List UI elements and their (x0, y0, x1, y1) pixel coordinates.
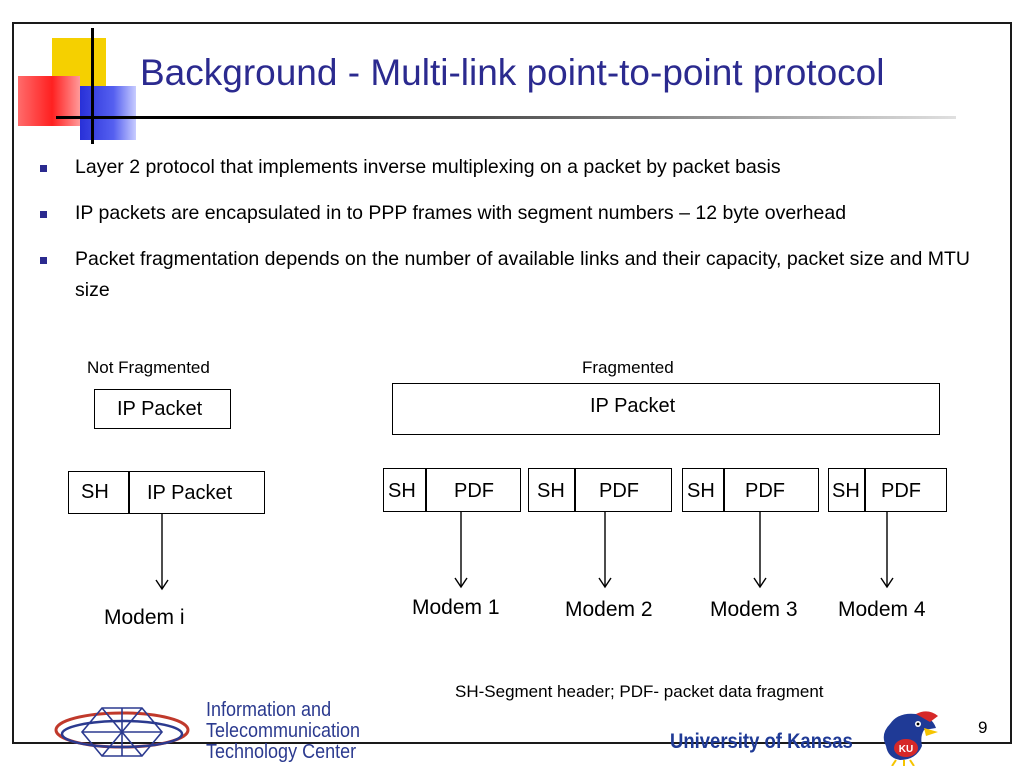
diagram-legend: SH-Segment header; PDF- packet data frag… (455, 682, 824, 701)
divider (864, 469, 866, 511)
modem-4-label: Modem 4 (838, 598, 926, 621)
fragment-box: SH PDF (528, 468, 672, 512)
ittc-logo-icon (54, 707, 190, 757)
divider (425, 469, 427, 511)
divider (723, 469, 725, 511)
divider (574, 469, 576, 511)
sh-label: SH (832, 480, 860, 502)
pdf-label: PDF (881, 480, 921, 502)
pdf-label: PDF (745, 480, 785, 502)
fragment-box: SH PDF (682, 468, 819, 512)
bullet-square-icon (40, 211, 47, 218)
footer-line-right (938, 742, 1012, 744)
fragmented-label: Fragmented (582, 358, 674, 377)
framed-packet-box: SH IP Packet (68, 471, 265, 514)
fragment-box: SH PDF (828, 468, 947, 512)
deco-vertical-line (91, 28, 94, 144)
arrow-modem-i (155, 514, 169, 591)
fragmented-ip-packet-label: IP Packet (590, 395, 676, 417)
not-fragmented-label: Not Fragmented (87, 358, 210, 377)
page-number: 9 (978, 718, 988, 737)
jayhawk-badge-text: KU (899, 744, 913, 755)
sh-label: SH (537, 480, 565, 502)
modem-3-label: Modem 3 (710, 598, 798, 621)
sh-label: SH (388, 480, 416, 502)
sh-label: SH (687, 480, 715, 502)
modem-i-label: Modem i (104, 606, 185, 629)
arrow-modem-3 (753, 512, 767, 589)
framed-ip-packet-label: IP Packet (147, 482, 233, 504)
divider (128, 472, 130, 513)
bullet-item: IP packets are encapsulated in to PPP fr… (36, 198, 996, 229)
sh-label: SH (81, 481, 109, 503)
bullet-item: Layer 2 protocol that implements inverse… (36, 152, 996, 183)
title-underline (56, 116, 956, 119)
slide-title: Background - Multi-link point-to-point p… (140, 52, 885, 93)
bullet-item: Packet fragmentation depends on the numb… (36, 244, 996, 306)
jayhawk-mascot-icon: KU (883, 711, 938, 766)
pdf-label: PDF (454, 480, 494, 502)
ip-packet-box: IP Packet (94, 389, 231, 429)
footer-line-left (14, 742, 50, 744)
ip-packet-label: IP Packet (117, 398, 203, 420)
footer-line-middle (388, 742, 668, 744)
modem-2-label: Modem 2 (565, 598, 653, 621)
ittc-name: Information and Telecommunication Techno… (206, 699, 361, 763)
bullet-list: Layer 2 protocol that implements inverse… (36, 152, 996, 321)
fragment-box: SH PDF (383, 468, 521, 512)
arrow-modem-4 (880, 512, 894, 589)
deco-blue-square (80, 86, 136, 140)
modem-1-label: Modem 1 (412, 596, 500, 619)
arrow-modem-1 (454, 512, 468, 589)
fragmented-ip-packet-box: IP Packet (392, 383, 940, 435)
bullet-square-icon (40, 257, 47, 264)
bullet-square-icon (40, 165, 47, 172)
pdf-label: PDF (599, 480, 639, 502)
university-name: University of Kansas (670, 730, 853, 753)
arrow-modem-2 (598, 512, 612, 589)
